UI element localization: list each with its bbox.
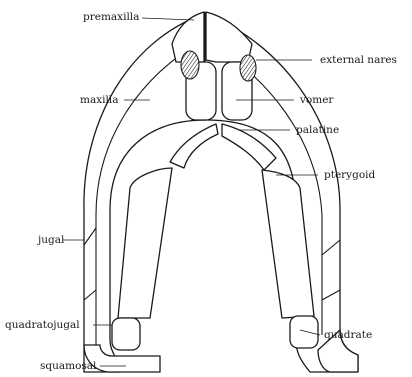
external-naris-left — [181, 51, 199, 79]
label-vomer: vomer — [299, 94, 334, 106]
pterygoid-left — [118, 168, 172, 318]
label-external-nares: external nares — [320, 54, 397, 66]
label-quadratojugal: quadratojugal — [5, 319, 80, 331]
label-squamosal: squamosal — [40, 360, 97, 372]
label-jugal: jugal — [36, 234, 65, 246]
premaxilla-right — [206, 12, 252, 62]
label-maxilla: maxilla — [80, 94, 118, 106]
label-quadrate: quadrate — [324, 329, 372, 341]
quadrate-left — [112, 318, 140, 350]
leader-premaxilla — [142, 18, 194, 20]
palatine-left — [170, 124, 218, 168]
quadrate-right — [290, 316, 318, 348]
external-naris-right — [240, 55, 256, 81]
label-pterygoid: pterygoid — [324, 169, 376, 181]
label-palatine: palatine — [296, 124, 339, 136]
label-premaxilla: premaxilla — [83, 11, 139, 23]
